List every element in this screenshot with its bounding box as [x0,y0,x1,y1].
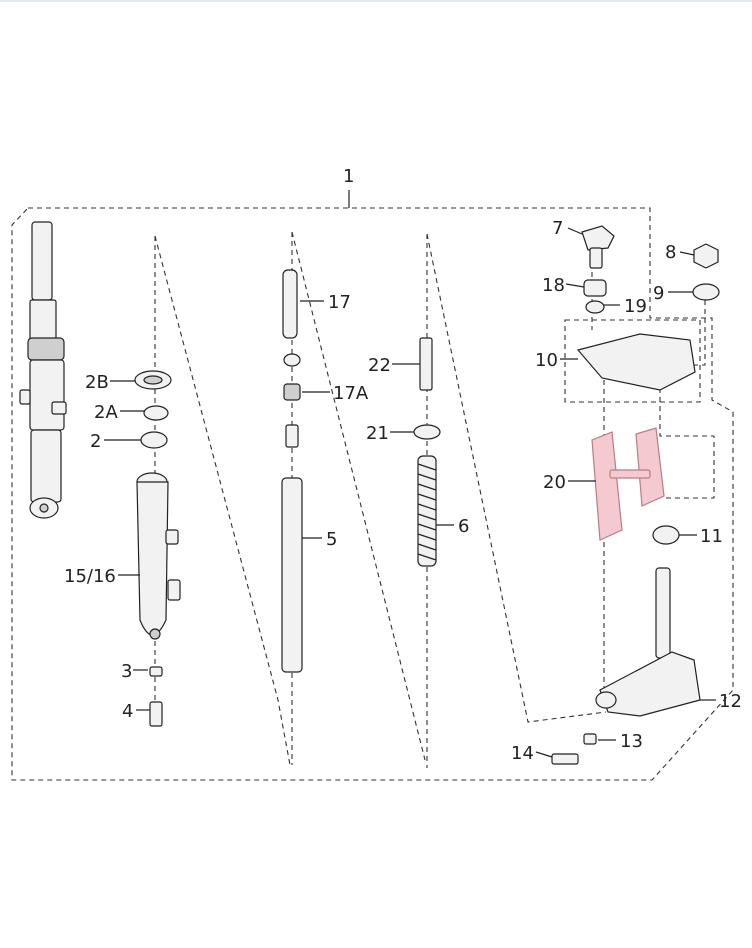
part-2b-inner [143,375,163,385]
callout-2a: 2A [94,402,118,423]
callout-13: 13 [620,731,643,752]
callout-6: 6 [458,516,469,537]
guide-col-a [154,235,291,766]
callout-8: 8 [665,242,676,263]
callout-18: 18 [542,275,565,296]
part-8-nut [693,243,719,269]
top-border-line [0,0,752,2]
callout-7: 7 [552,218,563,239]
part-5-fork-tube [281,477,303,673]
part-14-bolt [551,753,579,765]
callout-17a: 17A [333,383,369,404]
part-22-spacer [419,337,433,391]
part-17a-sleeve [285,424,299,448]
part-12-steering-stem [595,567,701,717]
callout-14: 14 [511,743,534,764]
part-11-bearing [652,525,680,545]
part-20-fork-pipes [591,427,665,541]
part-17-ring [283,353,301,367]
callout-3: 3 [121,661,132,682]
callout-10: 10 [535,350,558,371]
part-3-washer [149,666,163,677]
callout-2b: 2B [85,372,109,393]
assembly-boundary [11,207,734,781]
callout-2: 2 [90,431,101,452]
callout-15-16: 15/16 [64,566,116,587]
callout-11: 11 [700,526,723,547]
guide-col-c [426,233,607,768]
part-10-top-bridge [576,333,696,391]
part-2-oil-seal [140,431,168,449]
callout-19: 19 [624,296,647,317]
part-9-washer [692,283,720,301]
callout-4: 4 [122,701,133,722]
callout-1: 1 [343,166,354,187]
callout-22: 22 [368,355,391,376]
part-6-spring [417,455,437,567]
callout-5: 5 [326,529,337,550]
callout-21: 21 [366,423,389,444]
part-2a-clip [143,405,169,421]
part-19-o-ring [585,300,605,314]
part-13-nut [583,733,597,745]
part-4-bolt [149,701,163,727]
part-17-damper-rod [282,269,298,339]
part-21-washer [413,424,441,440]
part-18-collar [583,279,607,297]
callout-20: 20 [543,472,566,493]
callout-17: 17 [328,292,351,313]
callout-9: 9 [653,283,664,304]
part-15-16-bottom-case [136,472,181,640]
callout-12: 12 [719,691,742,712]
fork-leg-assembled [19,221,67,519]
part-17a-piston [283,383,301,401]
part-7-bolt [581,225,615,269]
guide-col-b [291,231,426,765]
